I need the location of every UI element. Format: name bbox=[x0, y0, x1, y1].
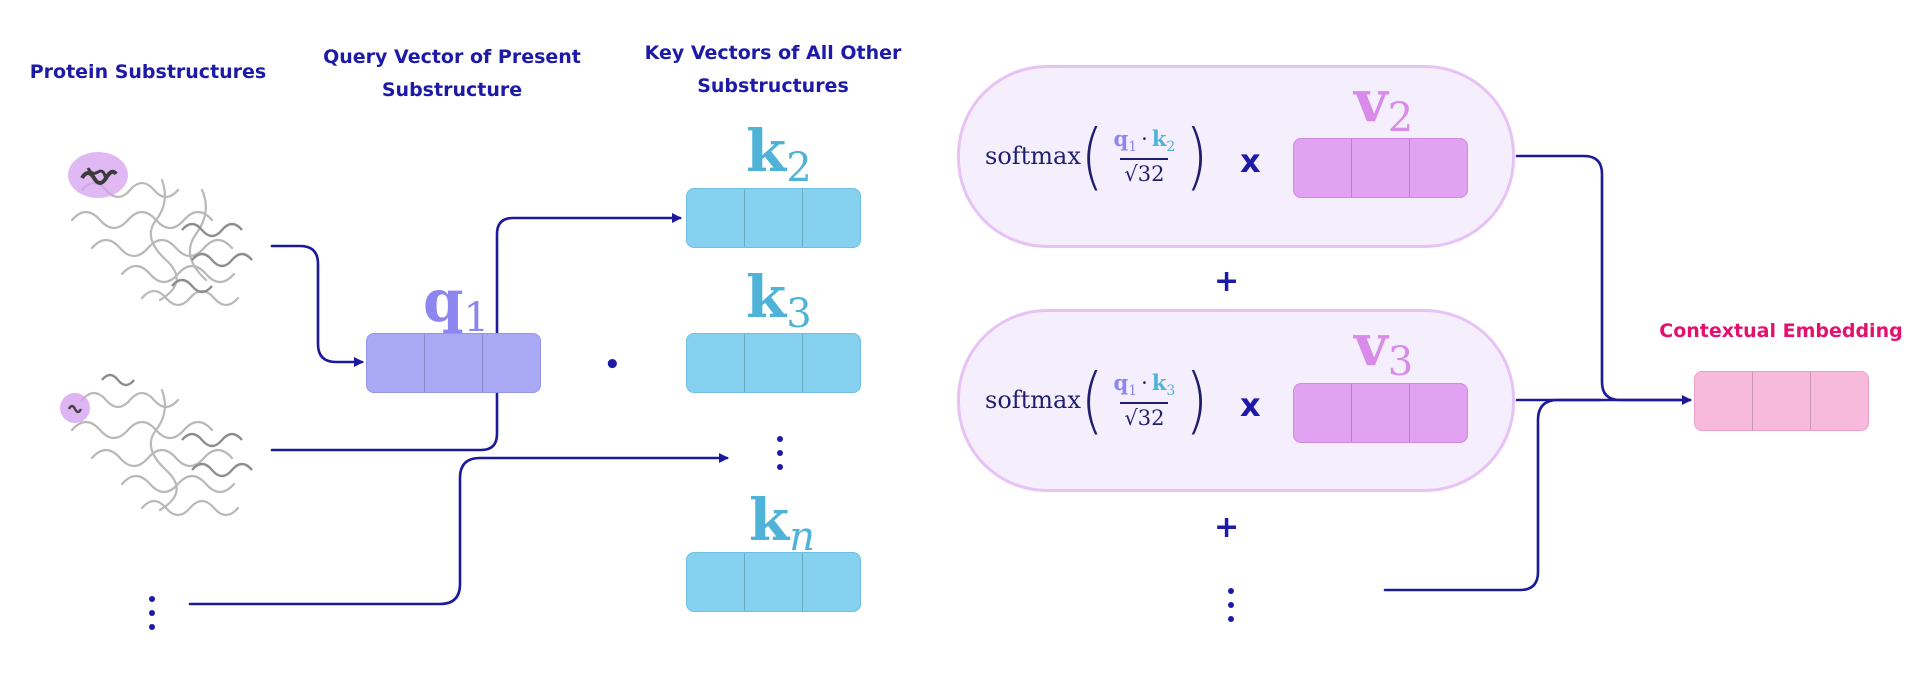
numerator: q1·k2 bbox=[1113, 126, 1176, 156]
protein-structure-icon bbox=[70, 373, 253, 517]
keyn-vector bbox=[686, 552, 861, 612]
vertical-ellipsis-icon bbox=[1226, 588, 1236, 630]
vertical-ellipsis-icon bbox=[147, 596, 157, 638]
query-header-line1: Query Vector of Present bbox=[323, 46, 581, 68]
plus-operator-2: + bbox=[1214, 510, 1240, 545]
softmax-label: softmax bbox=[985, 386, 1081, 414]
key-header-line2: Substructures bbox=[697, 75, 849, 97]
denominator: √32 bbox=[1120, 401, 1169, 430]
key2-symbol: k2 bbox=[746, 117, 812, 191]
plus-operator-1: + bbox=[1214, 264, 1240, 299]
keyn-symbol: kn bbox=[749, 486, 815, 560]
substructure-highlight-2 bbox=[60, 393, 90, 423]
contextual-embedding-header: Contextual Embedding bbox=[1650, 315, 1912, 348]
query-symbol: q1 bbox=[423, 267, 490, 341]
multiply-operator-2: x bbox=[1240, 386, 1261, 424]
value2-symbol: v2 bbox=[1354, 67, 1414, 141]
vertical-ellipsis-icon bbox=[775, 436, 785, 478]
softmax-label: softmax bbox=[985, 142, 1081, 170]
value2-vector bbox=[1293, 138, 1468, 198]
multiply-operator-1: x bbox=[1240, 142, 1261, 180]
protein-substructures-header: Protein Substructures bbox=[18, 56, 278, 89]
contextual-embedding-vector bbox=[1694, 371, 1869, 431]
denominator: √32 bbox=[1120, 157, 1169, 186]
arrow-ellipsis-to-keys bbox=[188, 453, 729, 606]
protein-structure-icon bbox=[70, 178, 253, 307]
arrow-value2-to-output bbox=[1515, 154, 1692, 405]
key-vectors-header: Key Vectors of All Other Substructures bbox=[633, 37, 913, 103]
contextual-embedding-text: Contextual Embedding bbox=[1659, 320, 1903, 342]
protein-substructures-text: Protein Substructures bbox=[29, 61, 267, 83]
query-vector bbox=[366, 333, 541, 393]
key2-vector bbox=[686, 188, 861, 248]
numerator: q1·k3 bbox=[1113, 370, 1176, 400]
key3-symbol: k3 bbox=[746, 263, 812, 337]
value3-symbol: v3 bbox=[1354, 311, 1414, 385]
fraction: q1·k2 √32 bbox=[1110, 126, 1180, 185]
arrow-ellipsis-to-output bbox=[1383, 398, 1602, 592]
left-paren: ( bbox=[1080, 357, 1104, 443]
key3-vector bbox=[686, 333, 861, 393]
right-paren: ) bbox=[1185, 113, 1208, 199]
query-header-line2: Substructure bbox=[381, 79, 523, 101]
substructure-highlight-1 bbox=[68, 152, 128, 198]
fraction: q1·k3 √32 bbox=[1110, 370, 1180, 429]
dot-product-operator: • bbox=[604, 350, 621, 380]
softmax-formula-1: softmax ( q1·k2 √32 ) bbox=[985, 116, 1208, 196]
right-paren: ) bbox=[1185, 357, 1208, 443]
arrow-protein1-to-query bbox=[270, 244, 364, 367]
key-header-line1: Key Vectors of All Other bbox=[644, 42, 902, 64]
softmax-formula-2: softmax ( q1·k3 √32 ) bbox=[985, 360, 1208, 440]
query-vector-header: Query Vector of Present Substructure bbox=[312, 41, 592, 107]
left-paren: ( bbox=[1080, 113, 1104, 199]
value3-vector bbox=[1293, 383, 1468, 443]
